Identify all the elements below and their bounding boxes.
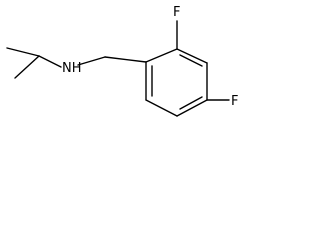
atom-label-amine: NH xyxy=(62,61,82,76)
bond-isopropyl-nitrogen xyxy=(38,55,62,68)
atom-label-fluorine-4: F xyxy=(231,94,238,109)
chemical-structure: NH F F xyxy=(6,5,238,117)
bond-nitrogen-ch2 xyxy=(77,56,106,66)
atom-label-fluorine-2: F xyxy=(173,5,180,20)
bond-methyl-upper xyxy=(6,47,40,57)
ring-bond-c4-c5 xyxy=(176,99,208,117)
bond-methyl-lower xyxy=(14,55,40,79)
ring-bond-c5-c6 xyxy=(145,99,178,117)
ring-bond-c2-c3 xyxy=(176,48,208,64)
bond-ch2-ring xyxy=(104,56,147,63)
ring-double-bond-c2-c3 xyxy=(179,54,203,67)
ring-bond-c1-c2 xyxy=(145,48,178,63)
ring-double-bond-c4-c5 xyxy=(179,96,203,110)
